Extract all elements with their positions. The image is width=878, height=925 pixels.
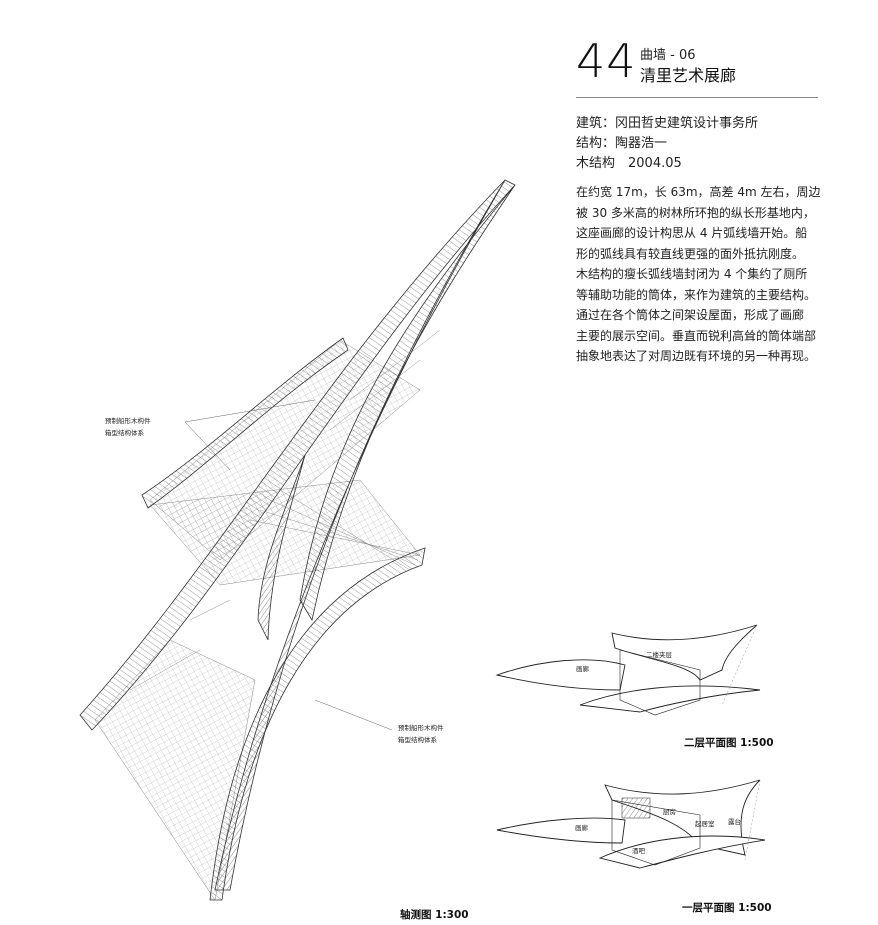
callout-label: 预制船形木构件 <box>105 417 151 425</box>
lower-floor-plan <box>496 779 766 869</box>
callout-label: 箱型结构体系 <box>398 736 437 744</box>
description-line: 木结构的瘦长弧线墙封闭为 4 个集约了厕所 <box>576 267 808 281</box>
description-line: 在约宽 17m，长 63m，高差 4m 左右，周边 <box>576 185 821 199</box>
room-label: 画廊 <box>575 824 588 832</box>
description-line: 通过在各个筒体之间架设屋面，形成了画廊 <box>576 308 805 322</box>
description-line: 这座画廊的设计构思从 4 片弧线墙开始。船 <box>576 226 808 240</box>
description-line: 形的弧线具有较直线更强的面外抵抗刚度。 <box>576 246 805 261</box>
room-label: 露台 <box>728 818 741 826</box>
lower-plan-caption: 一层平面图 1:500 <box>682 902 772 914</box>
upper-plan-caption: 二层平面图 1:500 <box>684 737 774 749</box>
room-label: 画廊 <box>576 665 589 673</box>
callout-label: 预制船形木构件 <box>398 724 444 732</box>
structure-credit: 结构：陶器浩一 <box>576 136 668 151</box>
callout-label: 箱型结构体系 <box>105 429 144 437</box>
room-label: 起居室 <box>695 820 715 828</box>
description-line: 被 30 多米高的树林所环抱的纵长形基地内， <box>576 205 815 220</box>
header-divider <box>576 97 818 98</box>
category-label: 曲墙 - 06 <box>640 48 696 63</box>
timber-credit: 木结构 2004.05 <box>576 156 682 171</box>
description-line: 抽象地表达了对周边既有环境的另一种再现。 <box>576 349 817 363</box>
room-label: 酒吧 <box>632 847 645 855</box>
axonometric-drawing <box>79 179 516 901</box>
project-title: 清里艺术展廊 <box>640 66 737 85</box>
room-label: 二楼夹层 <box>646 651 672 659</box>
upper-floor-plan <box>495 624 761 716</box>
room-label: 厨房 <box>663 808 676 816</box>
architect-credit: 建筑：冈田哲史建筑设计事务所 <box>576 116 759 131</box>
description-text: 在约宽 17m，长 63m，高差 4m 左右，周边 被 30 多米高的树林所环抱… <box>576 182 826 367</box>
project-number: 44 <box>576 34 637 88</box>
description-line: 主要的展示空间。垂直而锐利高耸的筒体端部 <box>576 328 817 343</box>
axonometric-caption: 轴测图 1:300 <box>400 909 469 921</box>
description-line: 等辅助功能的筒体，来作为建筑的主要结构。 <box>576 287 817 302</box>
